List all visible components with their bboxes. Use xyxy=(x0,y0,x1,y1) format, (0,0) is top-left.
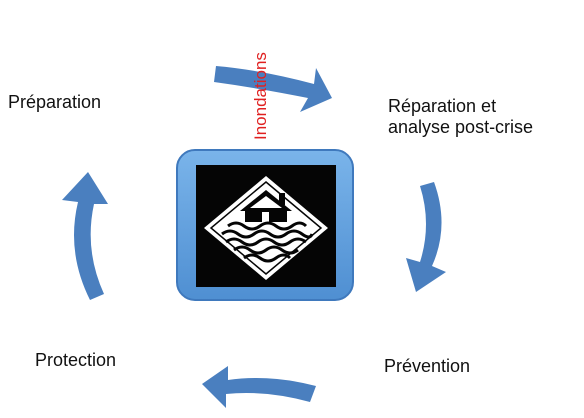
arrow-prevention-to-protection xyxy=(202,366,316,408)
arrow-preparation-to-repair xyxy=(214,66,332,112)
stage-label-protection: Protection xyxy=(35,350,117,370)
arrow-protection-to-preparation xyxy=(62,172,108,300)
stage-label-repair: Réparation et analyse post-crise xyxy=(388,96,533,138)
stage-label-repair-line2: analyse post-crise xyxy=(388,117,534,137)
center-label: Inondations xyxy=(251,52,270,140)
stage-label-preparation: Préparation xyxy=(8,92,102,112)
arrow-repair-to-prevention xyxy=(406,182,446,292)
stage-label-prevention: Prévention xyxy=(384,356,471,376)
flood-house-icon xyxy=(176,149,354,301)
stage-label-repair-line1: Réparation et xyxy=(388,96,497,116)
